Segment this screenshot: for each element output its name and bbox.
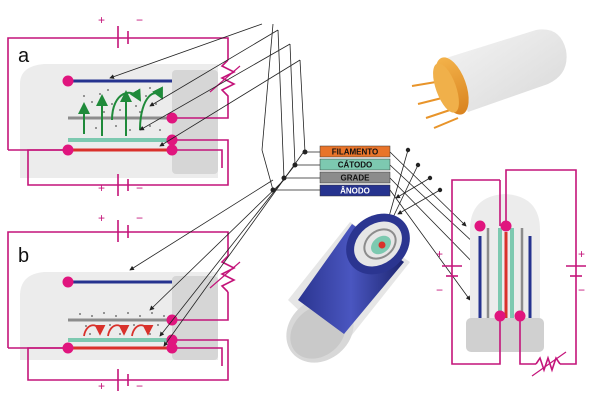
vacuum-tube-photo: [411, 29, 567, 129]
right-resistor: [535, 355, 561, 373]
battery-top-b: [117, 220, 129, 242]
panel-b: + − + −: [7, 211, 241, 393]
panel-label-a: a: [18, 45, 30, 67]
right-nodes: [474, 220, 526, 322]
minus-sign-top-b: −: [136, 211, 143, 225]
resistor-b: [220, 255, 236, 293]
resistor-arrow-b: [209, 261, 241, 289]
plus-sign-bottom-b: +: [98, 379, 105, 393]
minus-sign-top-a: −: [136, 13, 143, 27]
legend-label-filamento: FILAMENTO: [332, 148, 379, 157]
tube-glass-photo: [446, 29, 567, 112]
electron-return-b: [83, 324, 154, 337]
nodes-a: [62, 75, 178, 156]
legend-item-catodo: CÁTODO: [319, 158, 391, 171]
tube-base-b: [172, 276, 218, 360]
panel-a: + − + −: [7, 13, 241, 196]
right-circuit: [451, 169, 577, 365]
minus-sign-bottom-b: −: [136, 379, 143, 393]
right-battery-left: [442, 265, 462, 277]
resistor-arrow-a: [209, 65, 241, 93]
vacuum-tube-cutaway: [286, 213, 410, 363]
legend-label-catodo: CÁTODO: [338, 161, 373, 170]
minus-sign-bottom-a: −: [136, 181, 143, 195]
filament-core: [378, 241, 386, 249]
electron-flow-a: [78, 86, 163, 136]
nodes-b: [62, 276, 178, 354]
right-minus-right: −: [578, 283, 585, 297]
tube-base-a: [172, 70, 218, 174]
legend-item-anodo: ÂNODO: [319, 184, 391, 197]
legend-label-grade: GRADE: [341, 174, 371, 183]
battery-bottom-a: [117, 174, 129, 196]
plus-sign-bottom-a: +: [98, 181, 105, 195]
right-schematic: + − + −: [436, 169, 586, 377]
legend-item-grade: GRADE: [319, 171, 391, 184]
battery-bottom-b: [117, 369, 129, 391]
right-minus-left: −: [436, 283, 443, 297]
legend-label-anodo: ÂNODO: [340, 187, 370, 196]
legend-item-filamento: FILAMENTO: [319, 145, 391, 158]
right-resistor-arrow: [531, 351, 567, 377]
plus-sign-top-b: +: [98, 211, 105, 225]
right-tube-base: [466, 318, 544, 352]
panel-label-b: b: [18, 245, 29, 267]
resistor-a: [220, 59, 236, 100]
plus-sign-top-a: +: [98, 13, 105, 27]
right-battery-right: [566, 265, 586, 277]
battery-top-a: [117, 26, 129, 48]
legend: FILAMENTO CÁTODO GRADE ÂNODO: [319, 145, 391, 197]
right-plus-right: +: [578, 247, 585, 261]
grid-ring: [363, 228, 397, 260]
right-plus-left: +: [436, 247, 443, 261]
leader-dots: [270, 149, 308, 193]
legend-leader-dots: [405, 147, 443, 193]
